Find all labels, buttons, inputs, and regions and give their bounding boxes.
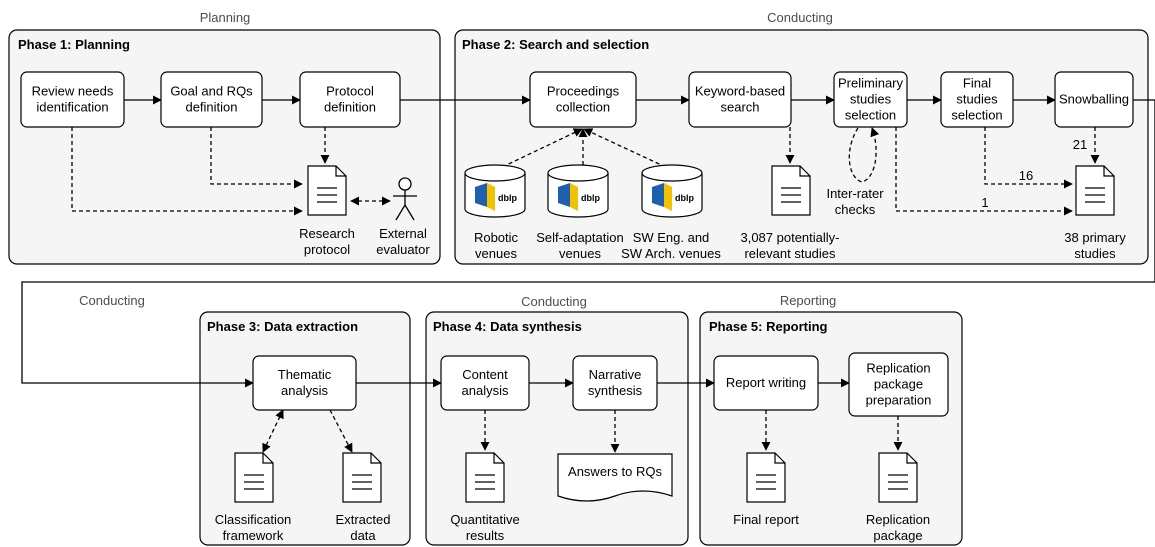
document-icon xyxy=(1075,165,1115,216)
count-snowball: 21 xyxy=(1073,137,1087,152)
phase-2-box xyxy=(454,29,1149,265)
dash-thematic-classification xyxy=(262,409,284,453)
phase-4-box xyxy=(425,311,689,546)
document-icon xyxy=(307,165,347,216)
dash-db-sweng xyxy=(583,128,673,171)
dash-goal-to-protocol xyxy=(210,127,303,189)
answers-label: Answers to RQs xyxy=(568,464,662,479)
phase-4-title: Phase 4: Data synthesis xyxy=(433,319,582,334)
section-label-conducting-top: Conducting xyxy=(767,10,833,25)
dash-thematic-extracted xyxy=(329,409,353,453)
svg-text:dblp: dblp xyxy=(675,193,694,203)
section-label-conducting-left: Conducting xyxy=(79,293,145,308)
dblp-logo-icon: dblp xyxy=(558,183,600,211)
step-report-writing-label: Report writing xyxy=(726,375,806,390)
phase-5-box xyxy=(699,311,963,546)
section-label-conducting-mid: Conducting xyxy=(521,294,587,309)
dash-inter-rater-loop xyxy=(848,127,880,183)
answers-document: Answers to RQs xyxy=(557,453,673,502)
count-preliminary: 1 xyxy=(981,195,988,210)
svg-text:dblp: dblp xyxy=(581,193,600,203)
phase-1-box xyxy=(8,29,441,265)
database-robotic: dblp xyxy=(464,164,526,218)
dblp-logo-icon: dblp xyxy=(652,183,694,211)
label-final-report: Final report xyxy=(733,512,799,527)
label-potentially-relevant: 3,087 potentially-relevant studies xyxy=(740,230,839,261)
dblp-logo-icon: dblp xyxy=(475,183,517,211)
svg-text:dblp: dblp xyxy=(498,193,517,203)
document-icon xyxy=(746,452,786,503)
phase-2-title: Phase 2: Search and selection xyxy=(462,37,649,52)
phase-1-title: Phase 1: Planning xyxy=(18,37,130,52)
dash-preliminary-to-primary xyxy=(895,127,1073,216)
phase-3-box xyxy=(199,311,411,546)
step-snowballing: Snowballing xyxy=(1054,71,1134,128)
document-icon xyxy=(771,165,811,216)
document-icon xyxy=(234,452,274,503)
database-self-adaptation: dblp xyxy=(547,164,609,218)
dash-final-to-primary xyxy=(984,127,1073,189)
flow-wrap-to-phase-3 xyxy=(21,99,1155,388)
phase-3-title: Phase 3: Data extraction xyxy=(207,319,358,334)
document-icon xyxy=(465,452,505,503)
step-report-writing: Report writing xyxy=(713,355,819,411)
person-icon xyxy=(393,177,417,221)
database-sw-eng: dblp xyxy=(641,164,703,218)
section-label-planning: Planning xyxy=(200,10,251,25)
section-label-reporting: Reporting xyxy=(780,293,836,308)
step-snowballing-label: Snowballing xyxy=(1059,92,1129,107)
count-final: 16 xyxy=(1019,168,1033,183)
dash-review-to-protocol xyxy=(71,127,303,216)
phase-5-title: Phase 5: Reporting xyxy=(709,319,828,334)
document-icon xyxy=(342,452,382,503)
dash-db-robotic xyxy=(495,128,583,171)
document-icon xyxy=(878,452,918,503)
